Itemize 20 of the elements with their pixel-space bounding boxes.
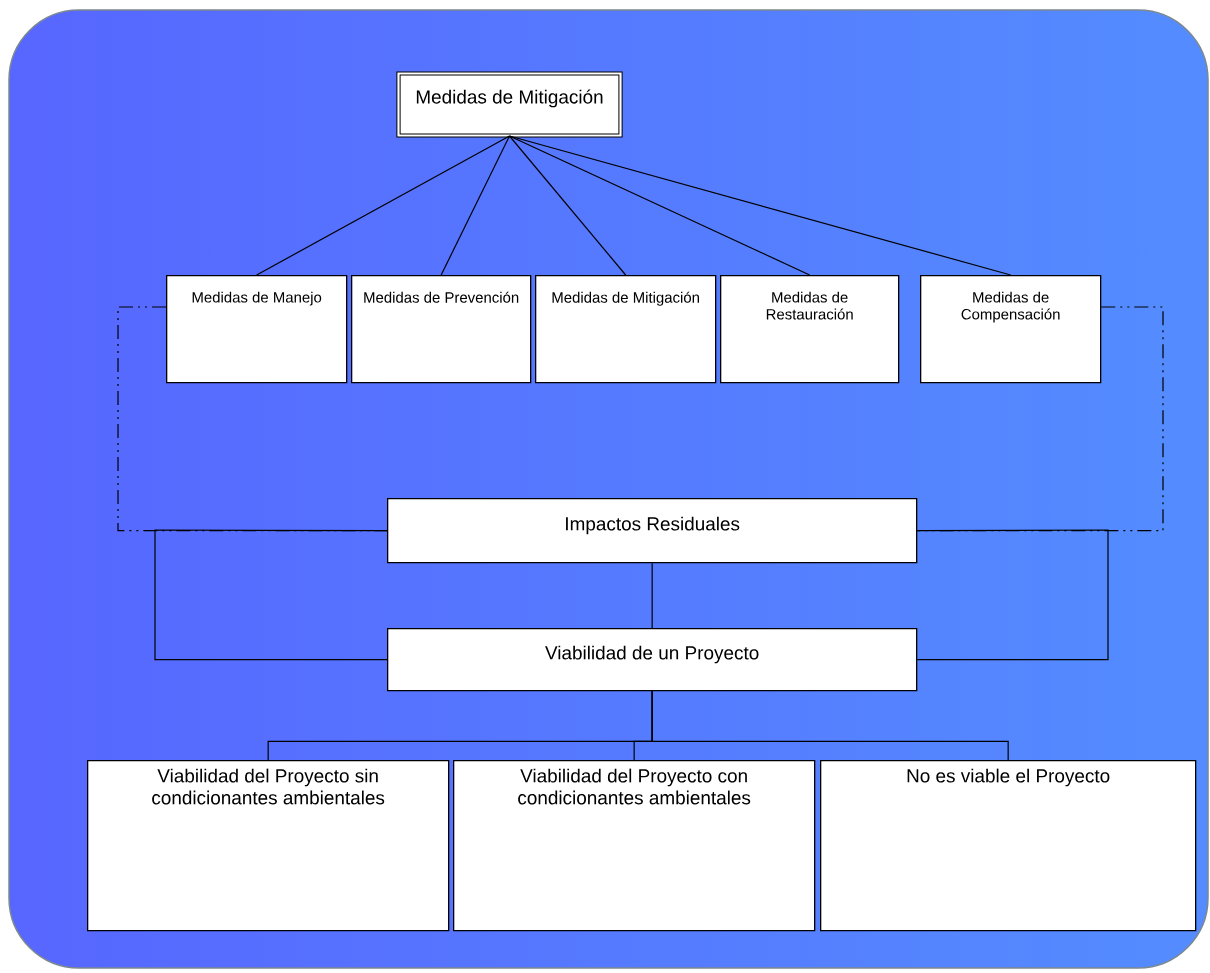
connector-line xyxy=(256,135,511,276)
process-box: Medidas de Restauración xyxy=(720,275,900,384)
process-box: No es viable el Proyecto xyxy=(820,760,1197,932)
process-box: Medidas de Manejo xyxy=(166,275,348,384)
connector-line xyxy=(154,529,388,661)
process-box: Viabilidad de un Proyecto xyxy=(387,628,918,692)
process-box: Impactos Residuales xyxy=(387,498,918,564)
connector-line xyxy=(440,135,511,276)
process-box: Medidas de Prevención xyxy=(351,275,532,384)
process-box: Medidas de Compensación xyxy=(920,275,1102,384)
connector-line xyxy=(651,562,653,629)
connector-line xyxy=(508,135,1012,276)
connector-line xyxy=(651,690,1009,761)
process-box: Medidas de Mitigación xyxy=(535,275,717,384)
connector-line xyxy=(916,529,1109,661)
double-bordered-box: Medidas de Mitigación xyxy=(396,71,623,138)
process-box: Viabilidad del Proyecto sin condicionantes ambientales xyxy=(87,760,450,932)
connector-line xyxy=(508,135,627,276)
process-box: Viabilidad del Proyecto con condicionantes ambientales xyxy=(453,760,816,932)
connector-line xyxy=(508,135,811,276)
